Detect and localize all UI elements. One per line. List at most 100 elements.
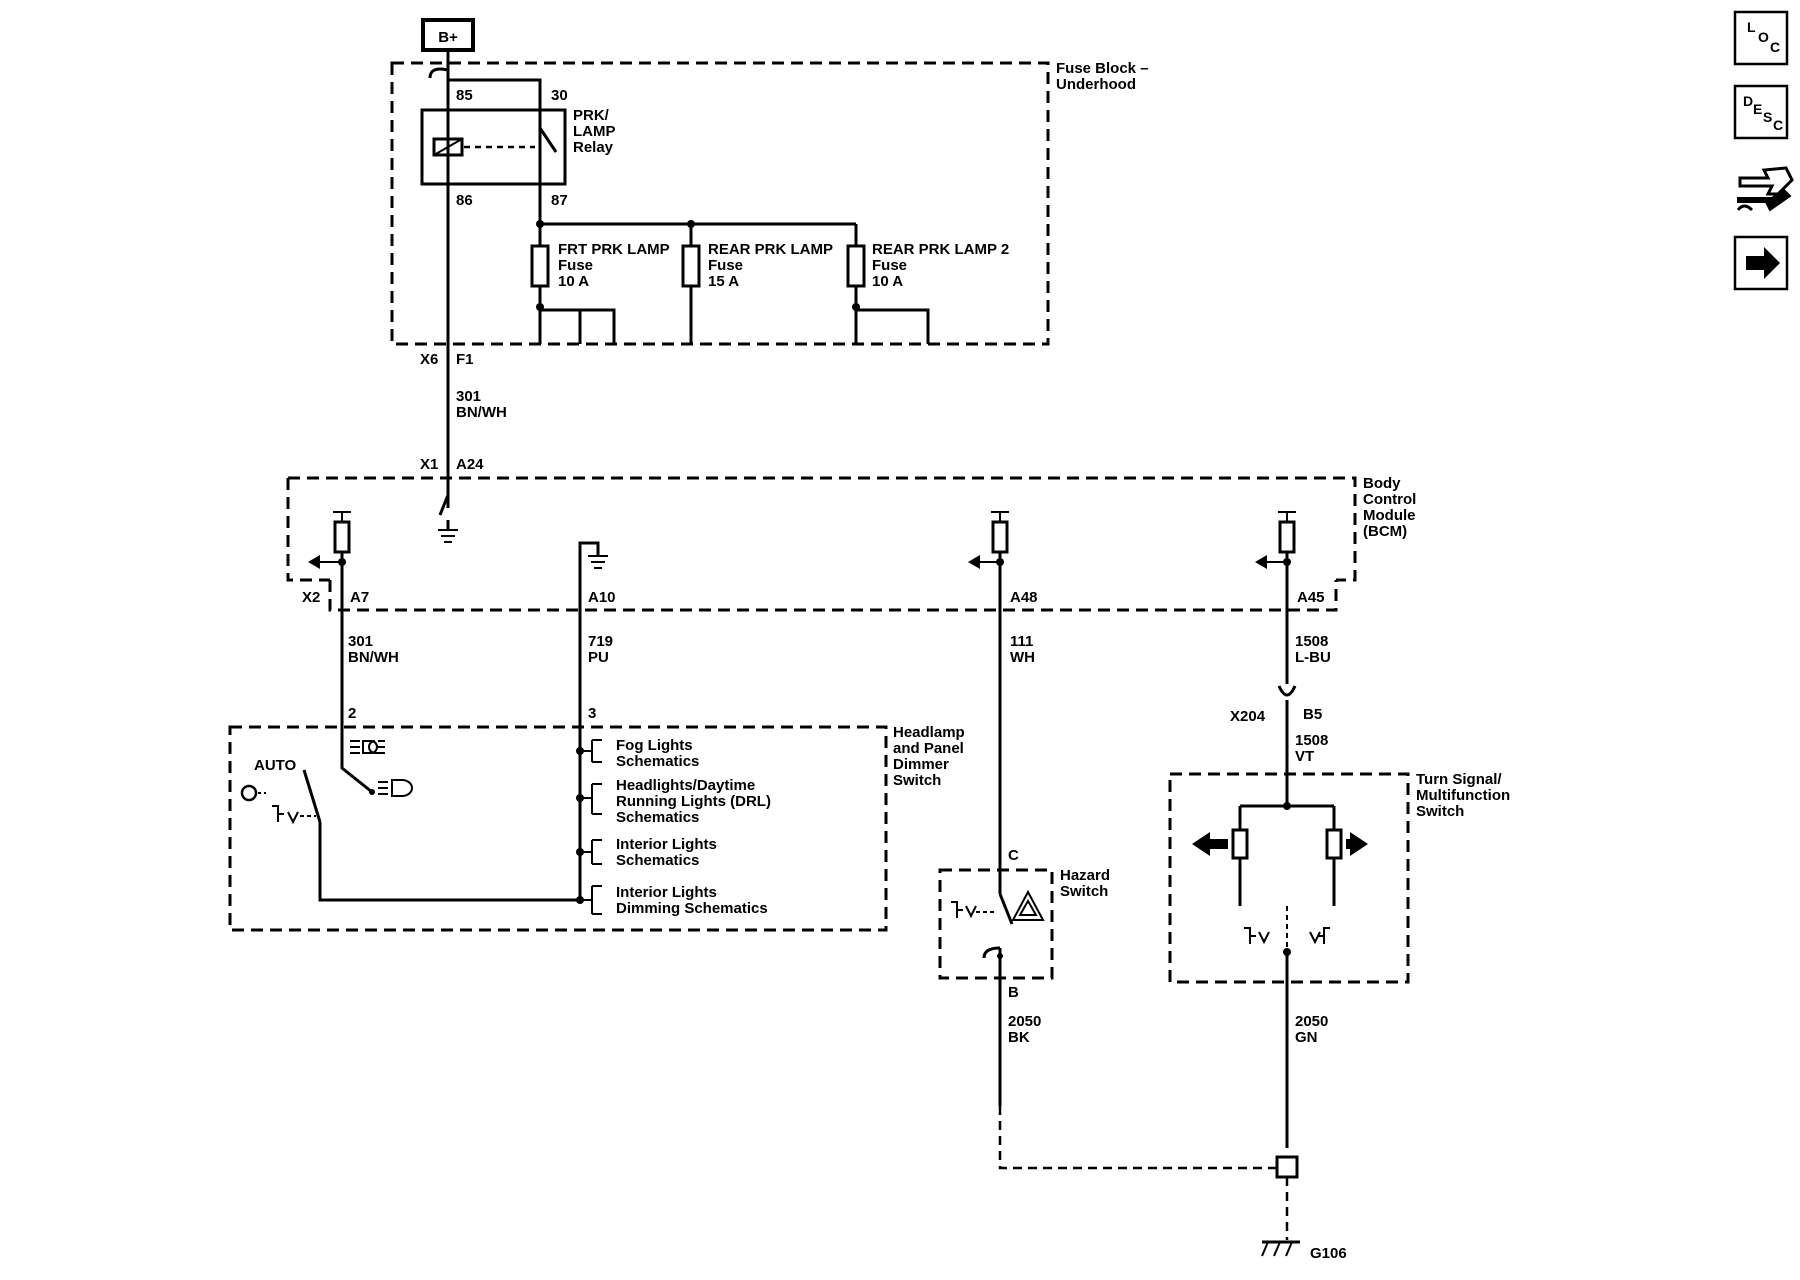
wire-301-top-circuit: 301 (456, 388, 481, 405)
ref-int-line1: Interior Lights (616, 836, 717, 853)
bplus-label: B+ (438, 29, 458, 46)
relay-pin-87: 87 (551, 192, 568, 209)
turn-signal-switch: Turn Signal/ Multifunction Switch 2050 G… (1168, 771, 1510, 1148)
x204-label: X204 (1230, 708, 1266, 725)
g106-label: G106 (1310, 1245, 1347, 1262)
reference-fog-lights: Fog Lights Schematics (576, 737, 699, 770)
x1-connector-label: X1 (420, 456, 438, 473)
wire-1508-color: L-BU (1295, 649, 1331, 666)
loc-letter-l: L (1747, 19, 1756, 35)
ref-int-line2: Schematics (616, 852, 699, 869)
fuse1-line1: FRT PRK LAMP (558, 241, 670, 258)
inline-connector-x204: X204 B5 1508 VT (1230, 685, 1328, 806)
fuse2-line1: REAR PRK LAMP (708, 241, 833, 258)
headlamp-dimmer-switch: Headlamp and Panel Dimmer Switch 2 3 AUT… (228, 705, 965, 932)
bcm-a48-driver (968, 511, 1009, 870)
turn-label-1: Turn Signal/ (1416, 771, 1502, 788)
fuse3-line2: Fuse (872, 257, 907, 274)
a24-pin-label: A24 (456, 456, 484, 473)
ref-drl-line2: Running Lights (DRL) (616, 793, 771, 810)
bcm-label-2: Control (1363, 491, 1416, 508)
body-control-module: Body Control Module (BCM) X1 A24 X2 A7 A… (286, 456, 1416, 870)
headlamp-label-2: and Panel (893, 740, 964, 757)
bcm-a10-ground (578, 541, 608, 720)
headlamp-label-1: Headlamp (893, 724, 965, 741)
ref-drl-line3: Schematics (616, 809, 699, 826)
hazard-pin-b: B (1008, 984, 1019, 1001)
reference-interior-lights: Interior Lights Schematics (576, 836, 717, 869)
fuse2-line3: 15 A (708, 273, 739, 290)
bcm-label-3: Module (1363, 507, 1416, 524)
x2-connector-label: X2 (302, 589, 320, 606)
hazard-wire-circuit: 2050 (1008, 1013, 1041, 1030)
hazard-switch: Hazard Switch C B 2050 BK (938, 847, 1110, 1106)
fuse1-line3: 10 A (558, 273, 589, 290)
bcm-a7-driver (308, 511, 351, 720)
fuse-rear-prk-lamp: REAR PRK LAMP Fuse 15 A (681, 224, 833, 344)
wire-1508-circuit: 1508 (1295, 633, 1328, 650)
turn-wire-circuit: 2050 (1295, 1013, 1328, 1030)
headlamp-pin-3: 3 (588, 705, 596, 722)
f1-pin-label: F1 (456, 351, 474, 368)
auto-indicator-icon (240, 784, 258, 802)
wire-719-circuit: 719 (588, 633, 613, 650)
wire-301-top-color: BN/WH (456, 404, 507, 421)
turn-label-2: Multifunction (1416, 787, 1510, 804)
parking-lamp-icon (350, 740, 385, 754)
wire-301-circuit: 301 (348, 633, 373, 650)
nav-description-button[interactable]: D E S C (1733, 84, 1789, 140)
fuse3-line3: 10 A (872, 273, 903, 290)
ground-g106: G106 (998, 1106, 1347, 1262)
next-arrow-icon[interactable] (1733, 235, 1789, 291)
hazard-label-2: Switch (1060, 883, 1108, 900)
wire-301-color: BN/WH (348, 649, 399, 666)
fuse-block-underhood: Fuse Block – Underhood PRK/ LAMP Relay 8… (390, 50, 1149, 508)
x6-connector-label: X6 (420, 351, 438, 368)
wire-111-color: WH (1010, 649, 1035, 666)
b5-pin-label: B5 (1303, 706, 1322, 723)
ref-fog-line2: Schematics (616, 753, 699, 770)
headlamp-label-4: Switch (893, 772, 941, 789)
a7-pin-label: A7 (350, 589, 369, 606)
reference-headlights-drl: Headlights/Daytime Running Lights (DRL) … (576, 777, 771, 826)
wire-1508-vt-circuit: 1508 (1295, 732, 1328, 749)
bcm-label-1: Body (1363, 475, 1401, 492)
fuse3-line1: REAR PRK LAMP 2 (872, 241, 1009, 258)
headlamp-pin-2: 2 (348, 705, 356, 722)
switch-actuator-icon (272, 805, 299, 825)
a10-pin-label: A10 (588, 589, 616, 606)
auto-label: AUTO (254, 757, 297, 774)
a45-pin-label: A45 (1297, 589, 1325, 606)
wire-111-circuit: 111 (1010, 633, 1033, 650)
loc-letter-o: O (1758, 29, 1769, 45)
wire-1508-vt-color: VT (1295, 748, 1314, 765)
turn-wire-color: GN (1295, 1029, 1318, 1046)
ref-dim-line1: Interior Lights (616, 884, 717, 901)
desc-letter-e: E (1753, 101, 1762, 117)
wire-719-color: PU (588, 649, 609, 666)
headlamp-label-3: Dimmer (893, 756, 949, 773)
relay-pin-85: 85 (456, 87, 473, 104)
bplus-source: B+ (421, 18, 475, 52)
fuse-frt-prk-lamp: FRT PRK LAMP Fuse 10 A (530, 224, 670, 344)
desc-letter-c: C (1773, 117, 1783, 133)
ref-fog-line1: Fog Lights (616, 737, 693, 754)
turn-actuator-left-icon (1244, 927, 1270, 945)
nav-location-button[interactable]: L O C (1733, 10, 1789, 66)
hazard-actuator-icon (951, 901, 977, 919)
relay-label-2: LAMP (573, 123, 616, 140)
turn-label-3: Switch (1416, 803, 1464, 820)
fuse1-line2: Fuse (558, 257, 593, 274)
fuse2-line2: Fuse (708, 257, 743, 274)
headlamp-icon (378, 779, 413, 797)
prk-lamp-relay: PRK/ LAMP Relay 85 30 86 87 (420, 87, 616, 209)
relay-pin-30: 30 (551, 87, 568, 104)
relay-label-1: PRK/ (573, 107, 610, 124)
fuse-rear-prk-lamp-2: REAR PRK LAMP 2 Fuse 10 A (846, 224, 1009, 344)
right-arrow-icon (1346, 832, 1368, 856)
connector-icon[interactable] (1736, 166, 1794, 212)
hazard-pin-c: C (1008, 847, 1019, 864)
ref-dim-line2: Dimming Schematics (616, 900, 768, 917)
fuse-block-label-1: Fuse Block – (1056, 60, 1149, 77)
bcm-label-4: (BCM) (1363, 523, 1407, 540)
